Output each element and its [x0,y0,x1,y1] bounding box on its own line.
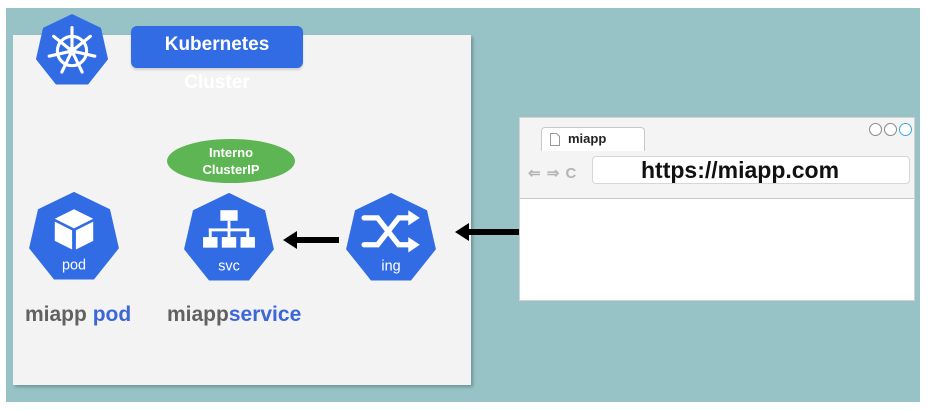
pod-caption: miapp pod [25,303,131,327]
service-caption-suffix: service [228,303,302,326]
clusterip-badge-line1: Interno [208,145,254,160]
service-caption: miappservice [167,303,301,327]
pod-node-label: pod [62,258,86,274]
browser-tab-label: miapp [568,131,607,146]
close-icon[interactable] [899,123,912,136]
cube-icon [54,209,94,250]
cluster-title: Kubernetes Cluster [131,26,303,93]
pod-caption-prefix: miapp [25,303,87,326]
url-text: https://miapp.com [641,157,840,183]
browser-window: miapp ⇐ ⇒ C https://miapp.com [519,117,915,301]
maximize-icon[interactable] [884,123,897,136]
browser-chrome: miapp ⇐ ⇒ C https://miapp.com [520,118,914,199]
clusterip-badge-line2: ClusterIP [202,162,260,177]
ing-node: ing [346,192,436,281]
browser-tab[interactable]: miapp [541,127,645,151]
network-tree-icon [203,210,255,248]
pod-caption-suffix: pod [92,303,132,326]
kubernetes-helm-icon [35,13,109,85]
shuffle-arrows-icon [361,215,413,248]
ingress-to-service-arrow [283,231,339,249]
svc-node: svc [184,192,274,281]
svc-node-label: svc [218,259,240,275]
service-caption-prefix: miapp [167,303,229,326]
window-controls [869,123,912,136]
minimize-icon[interactable] [869,123,882,136]
navigation-icons[interactable]: ⇐ ⇒ C [528,165,578,182]
address-bar[interactable]: https://miapp.com [592,156,910,184]
ing-node-label: ing [381,259,400,275]
clusterip-badge: Interno ClusterIP [167,139,295,183]
browser-to-ingress-arrow [455,223,535,241]
pod-node: pod [29,191,119,280]
document-icon [550,133,560,146]
